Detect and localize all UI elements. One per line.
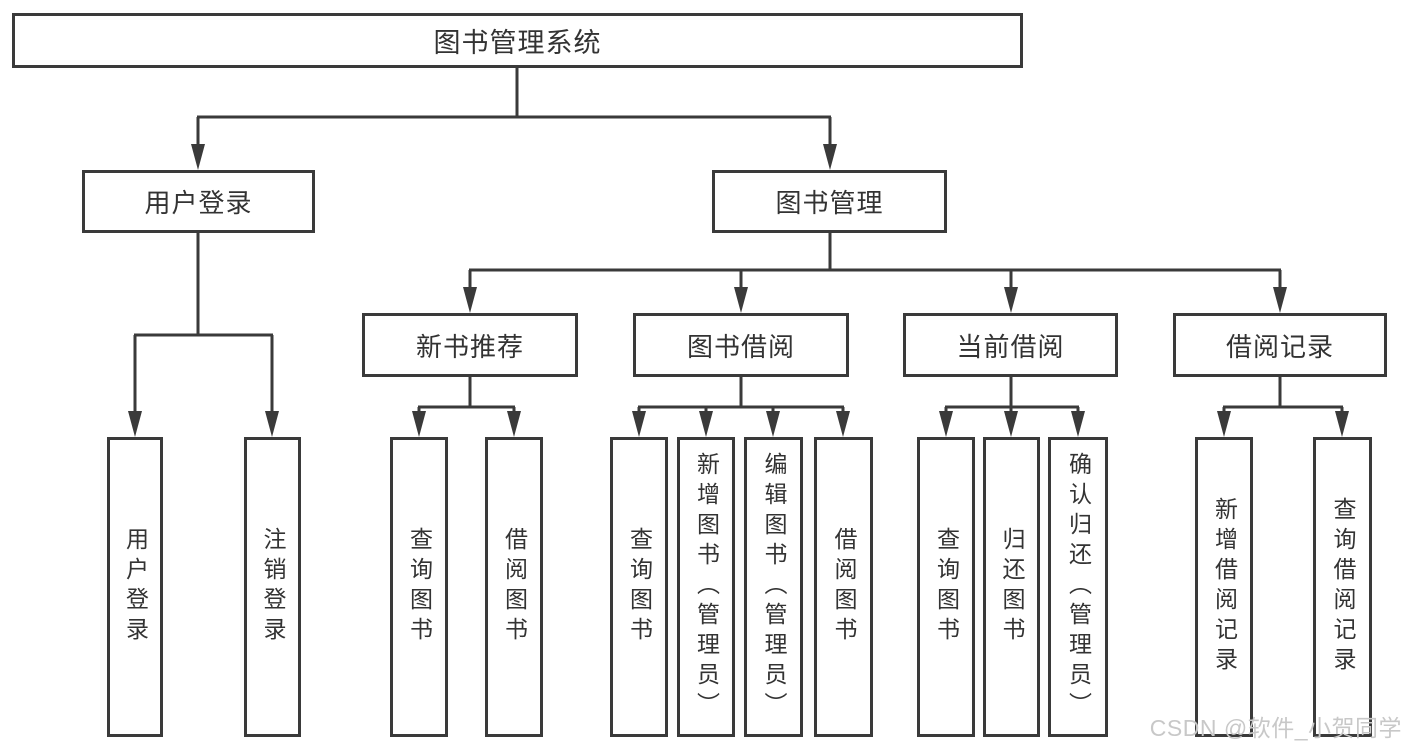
leaf-return-book: 归还图书 [983,437,1040,737]
leaf-borrow-books: 借阅图书 [814,437,873,737]
node-root-system: 图书管理系统 [12,13,1023,68]
leaf-borrow-books-recommend: 借阅图书 [485,437,543,737]
node-book-management: 图书管理 [712,170,947,233]
csdn-watermark: CSDN @软件_小贺同学 [1149,715,1402,741]
node-borrow-records: 借阅记录 [1173,313,1387,377]
leaf-logout: 注销登录 [244,437,301,737]
leaf-confirm-return-admin: 确认归还（管理员） [1048,437,1108,737]
leaf-query-borrow-record: 查询借阅记录 [1313,437,1372,737]
node-current-borrow: 当前借阅 [903,313,1118,377]
leaf-add-borrow-record: 新增借阅记录 [1195,437,1253,737]
leaf-query-books-recommend: 查询图书 [390,437,448,737]
node-book-borrow: 图书借阅 [633,313,849,377]
leaf-add-book-admin: 新增图书（管理员） [677,437,735,737]
leaf-query-books-current: 查询图书 [917,437,975,737]
node-user-login: 用户登录 [82,170,315,233]
leaf-edit-book-admin: 编辑图书（管理员） [744,437,803,737]
node-new-book-recommend: 新书推荐 [362,313,578,377]
leaf-query-books-borrow: 查询图书 [610,437,668,737]
leaf-user-login: 用户登录 [107,437,163,737]
